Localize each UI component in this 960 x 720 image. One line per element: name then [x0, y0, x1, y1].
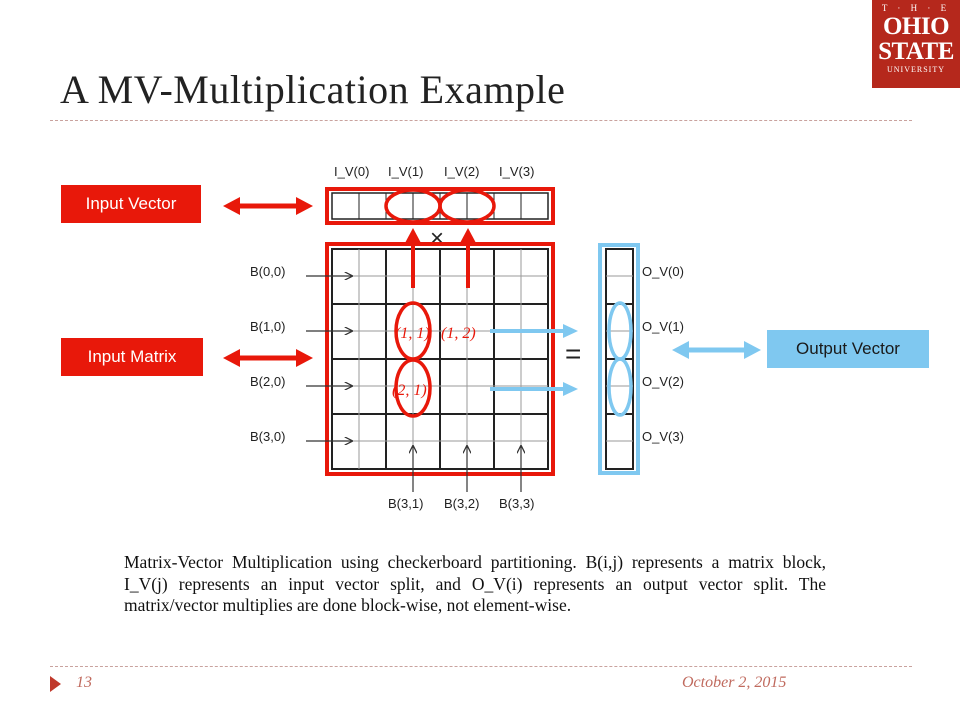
output-vector-label: Output Vector [767, 330, 929, 368]
output-split-highlight [607, 357, 633, 417]
input-matrix-double-arrow [223, 349, 313, 367]
input-vector-split-label: I_V(0) [334, 164, 369, 179]
logo-ohio: OHIO [882, 13, 950, 40]
logo-university: UNIVERSITY [887, 65, 945, 74]
output-vector [598, 243, 640, 475]
input-vector [325, 187, 555, 225]
block-highlight [394, 358, 432, 418]
row-block-label: B(0,0) [250, 264, 285, 279]
times-symbol: × [430, 225, 444, 252]
title-divider [50, 120, 912, 121]
row-block-label: B(3,0) [250, 429, 285, 444]
slide-date: October 2, 2015 [682, 674, 787, 691]
bottom-block-arrows [413, 446, 521, 492]
block-index-label: (1, 1) [395, 325, 430, 342]
red-up-arrows [405, 228, 476, 288]
footer-divider [50, 666, 912, 667]
input-matrix [325, 242, 555, 476]
output-split-label: O_V(3) [642, 429, 684, 444]
output-split-label: O_V(2) [642, 374, 684, 389]
bottom-block-label: B(3,2) [444, 496, 479, 511]
input-vector-label: Input Vector [61, 185, 201, 223]
input-matrix-label: Input Matrix [61, 338, 203, 376]
row-block-label: B(1,0) [250, 319, 285, 334]
output-split-label: O_V(1) [642, 319, 684, 334]
block-index-label: (2, 1) [392, 382, 427, 399]
output-vector-double-arrow [672, 341, 761, 359]
input-split-highlight [438, 188, 496, 224]
slide-title: A MV-Multiplication Example [60, 67, 566, 112]
output-split-label: O_V(0) [642, 264, 684, 279]
input-vector-double-arrow [223, 197, 313, 215]
input-vector-split-label: I_V(3) [499, 164, 534, 179]
logo-state: STATE [878, 38, 954, 65]
bottom-block-label: B(3,1) [388, 496, 423, 511]
bottom-block-label: B(3,3) [499, 496, 534, 511]
figure-caption: Matrix-Vector Multiplication using check… [124, 552, 826, 615]
footer-bullet-icon [50, 676, 61, 692]
row-block-arrows [306, 276, 352, 441]
blue-arrows [490, 324, 578, 396]
input-vector-split-label: I_V(2) [444, 164, 479, 179]
logo-the: T · H · E [881, 3, 951, 13]
page-number: 13 [76, 674, 92, 691]
equals-symbol: = [565, 338, 581, 369]
block-index-label: (1, 2) [441, 325, 476, 342]
ohio-state-logo: T · H · E OHIO STATE UNIVERSITY [872, 0, 960, 88]
input-vector-split-label: I_V(1) [388, 164, 423, 179]
row-block-label: B(2,0) [250, 374, 285, 389]
